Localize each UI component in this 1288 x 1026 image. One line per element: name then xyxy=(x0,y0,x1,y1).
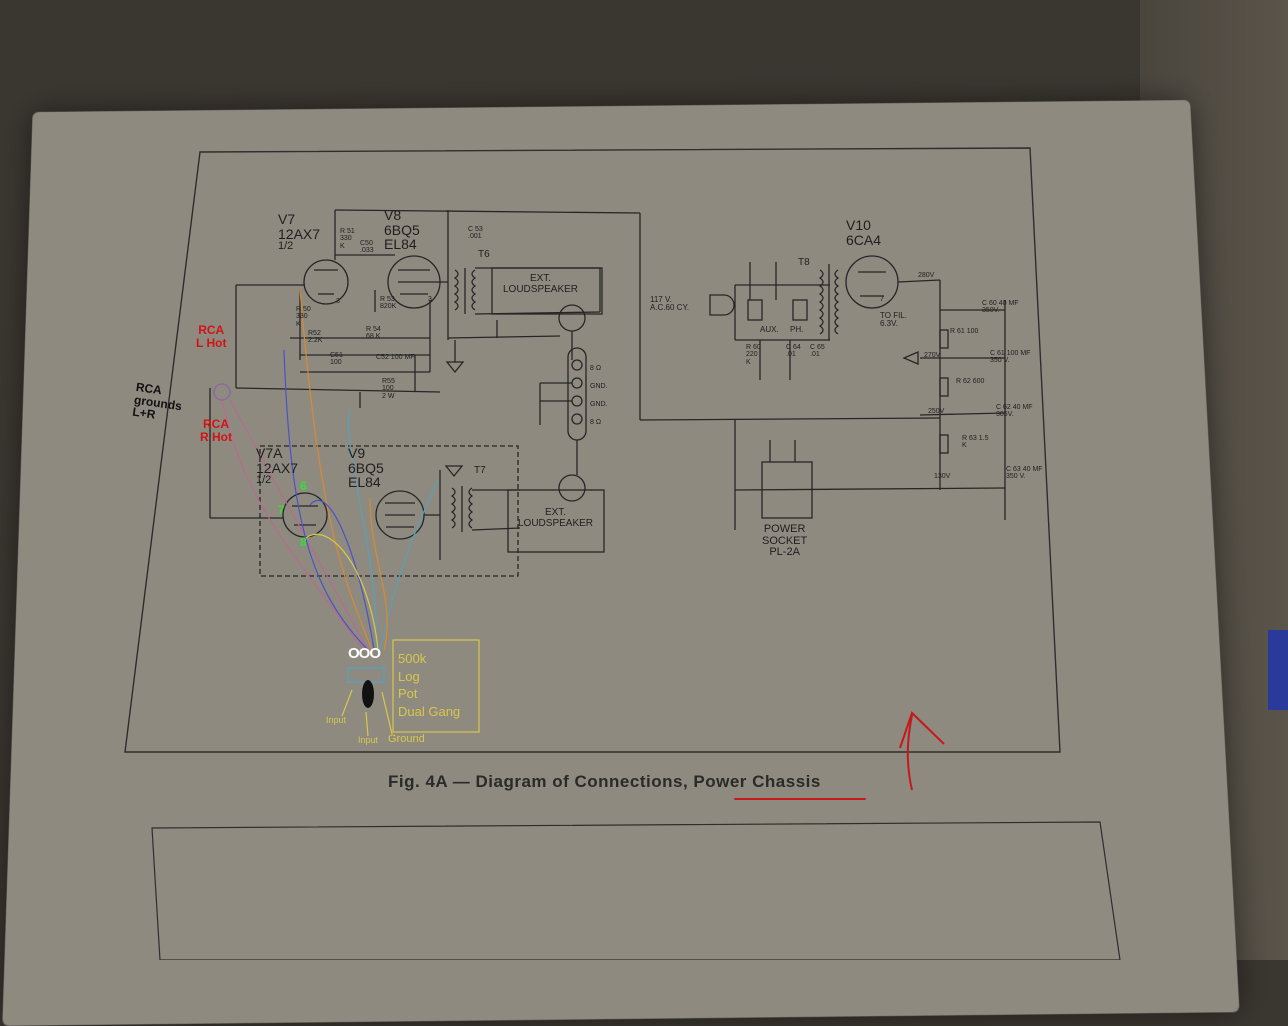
cap-c65: C 65.01 xyxy=(810,344,825,359)
terminal-strip xyxy=(567,347,587,441)
power-socket-symbol xyxy=(761,461,813,519)
t8-label: T8 xyxy=(798,257,810,268)
cap-c52: C52 100 MF xyxy=(376,354,415,361)
voltage-270: 270V xyxy=(924,352,941,359)
lower-panel-border xyxy=(151,821,1121,960)
red-arrow xyxy=(899,711,945,791)
blue-object-edge xyxy=(1268,630,1288,710)
ext-speaker-top-label: EXT.LOUDSPEAKER xyxy=(503,273,579,295)
annotation-pin-7: 7 xyxy=(278,503,285,517)
caption-prefix: Fig. 4A — Diagram of Connections, xyxy=(388,772,694,791)
ground-arrow-t7 xyxy=(444,465,464,478)
tube-v7a-symbol xyxy=(282,492,328,538)
t6-label: T6 xyxy=(478,249,490,260)
ph-label: PH. xyxy=(790,325,804,334)
pot-shaft xyxy=(362,680,374,708)
cap-c61: C 61 100 MF 350 V. xyxy=(990,350,1031,365)
annotation-ground: Ground xyxy=(388,733,425,745)
pot-lead-arrows xyxy=(341,689,393,737)
voltage-130: 130V xyxy=(934,473,951,480)
annotation-pin-8: 8 xyxy=(300,535,307,549)
diagram-border xyxy=(124,147,1061,753)
pot-annotation-box xyxy=(392,639,480,733)
voltage-280: 280V xyxy=(918,272,935,279)
ground-arrow-a xyxy=(445,361,465,374)
rca-jack xyxy=(213,383,231,401)
pin-7: 7 xyxy=(880,296,884,303)
figure-caption: Fig. 4A — Diagram of Connections, Power … xyxy=(388,772,908,792)
res-r61: R 61 100 xyxy=(950,328,979,335)
annotation-pin-6: 6 xyxy=(300,479,307,493)
hand-drawn-wires xyxy=(221,289,439,651)
res-r62: R 62 600 xyxy=(956,378,985,385)
cap-c62: C 62 40 MF 305V. xyxy=(996,404,1033,419)
ext-speaker-box-bottom xyxy=(507,489,605,553)
pin-3a: 3 xyxy=(336,298,340,305)
cap-c50: C50.033 xyxy=(360,240,374,255)
annotation-input-1: Input xyxy=(326,715,347,725)
caption-red-underline xyxy=(734,798,866,800)
t7-label: T7 xyxy=(474,465,486,476)
to-fil-label: TO FIL.6.3V. xyxy=(880,311,907,329)
tube-v7-symbol xyxy=(303,259,349,305)
cap-c53: C 53.001 xyxy=(468,226,483,241)
caption-highlight: Power Chassis xyxy=(693,772,821,791)
ac-plug xyxy=(709,294,735,316)
res-r63: R 63 1.5 K xyxy=(962,435,989,450)
ac-input-label: 117 V.A.C.60 CY. xyxy=(650,295,689,313)
ext-speaker-box-top xyxy=(491,267,603,315)
annotation-input-2: Input xyxy=(358,735,379,745)
pin-3b: 3 xyxy=(428,296,432,303)
voltage-250: 250V xyxy=(928,408,945,415)
aux-label: AUX. xyxy=(760,325,779,334)
pot-terminals-icon: OOO xyxy=(348,645,381,662)
schematic-wiring xyxy=(209,209,1006,577)
pot-body xyxy=(347,667,385,683)
tube-v10-symbol xyxy=(845,255,899,309)
schematic-diagram xyxy=(124,147,1121,960)
cap-c63: C 63 40 MF 350 V. xyxy=(1006,466,1043,481)
ext-speaker-bottom-label: EXT.LOUDSPEAKER xyxy=(518,507,594,529)
cap-c64: C 64.01 xyxy=(786,344,801,359)
dashed-module-box xyxy=(259,445,519,577)
cap-c60: C 60 40 MF 350V. xyxy=(982,300,1019,315)
ground-arrow-270 xyxy=(902,351,919,365)
